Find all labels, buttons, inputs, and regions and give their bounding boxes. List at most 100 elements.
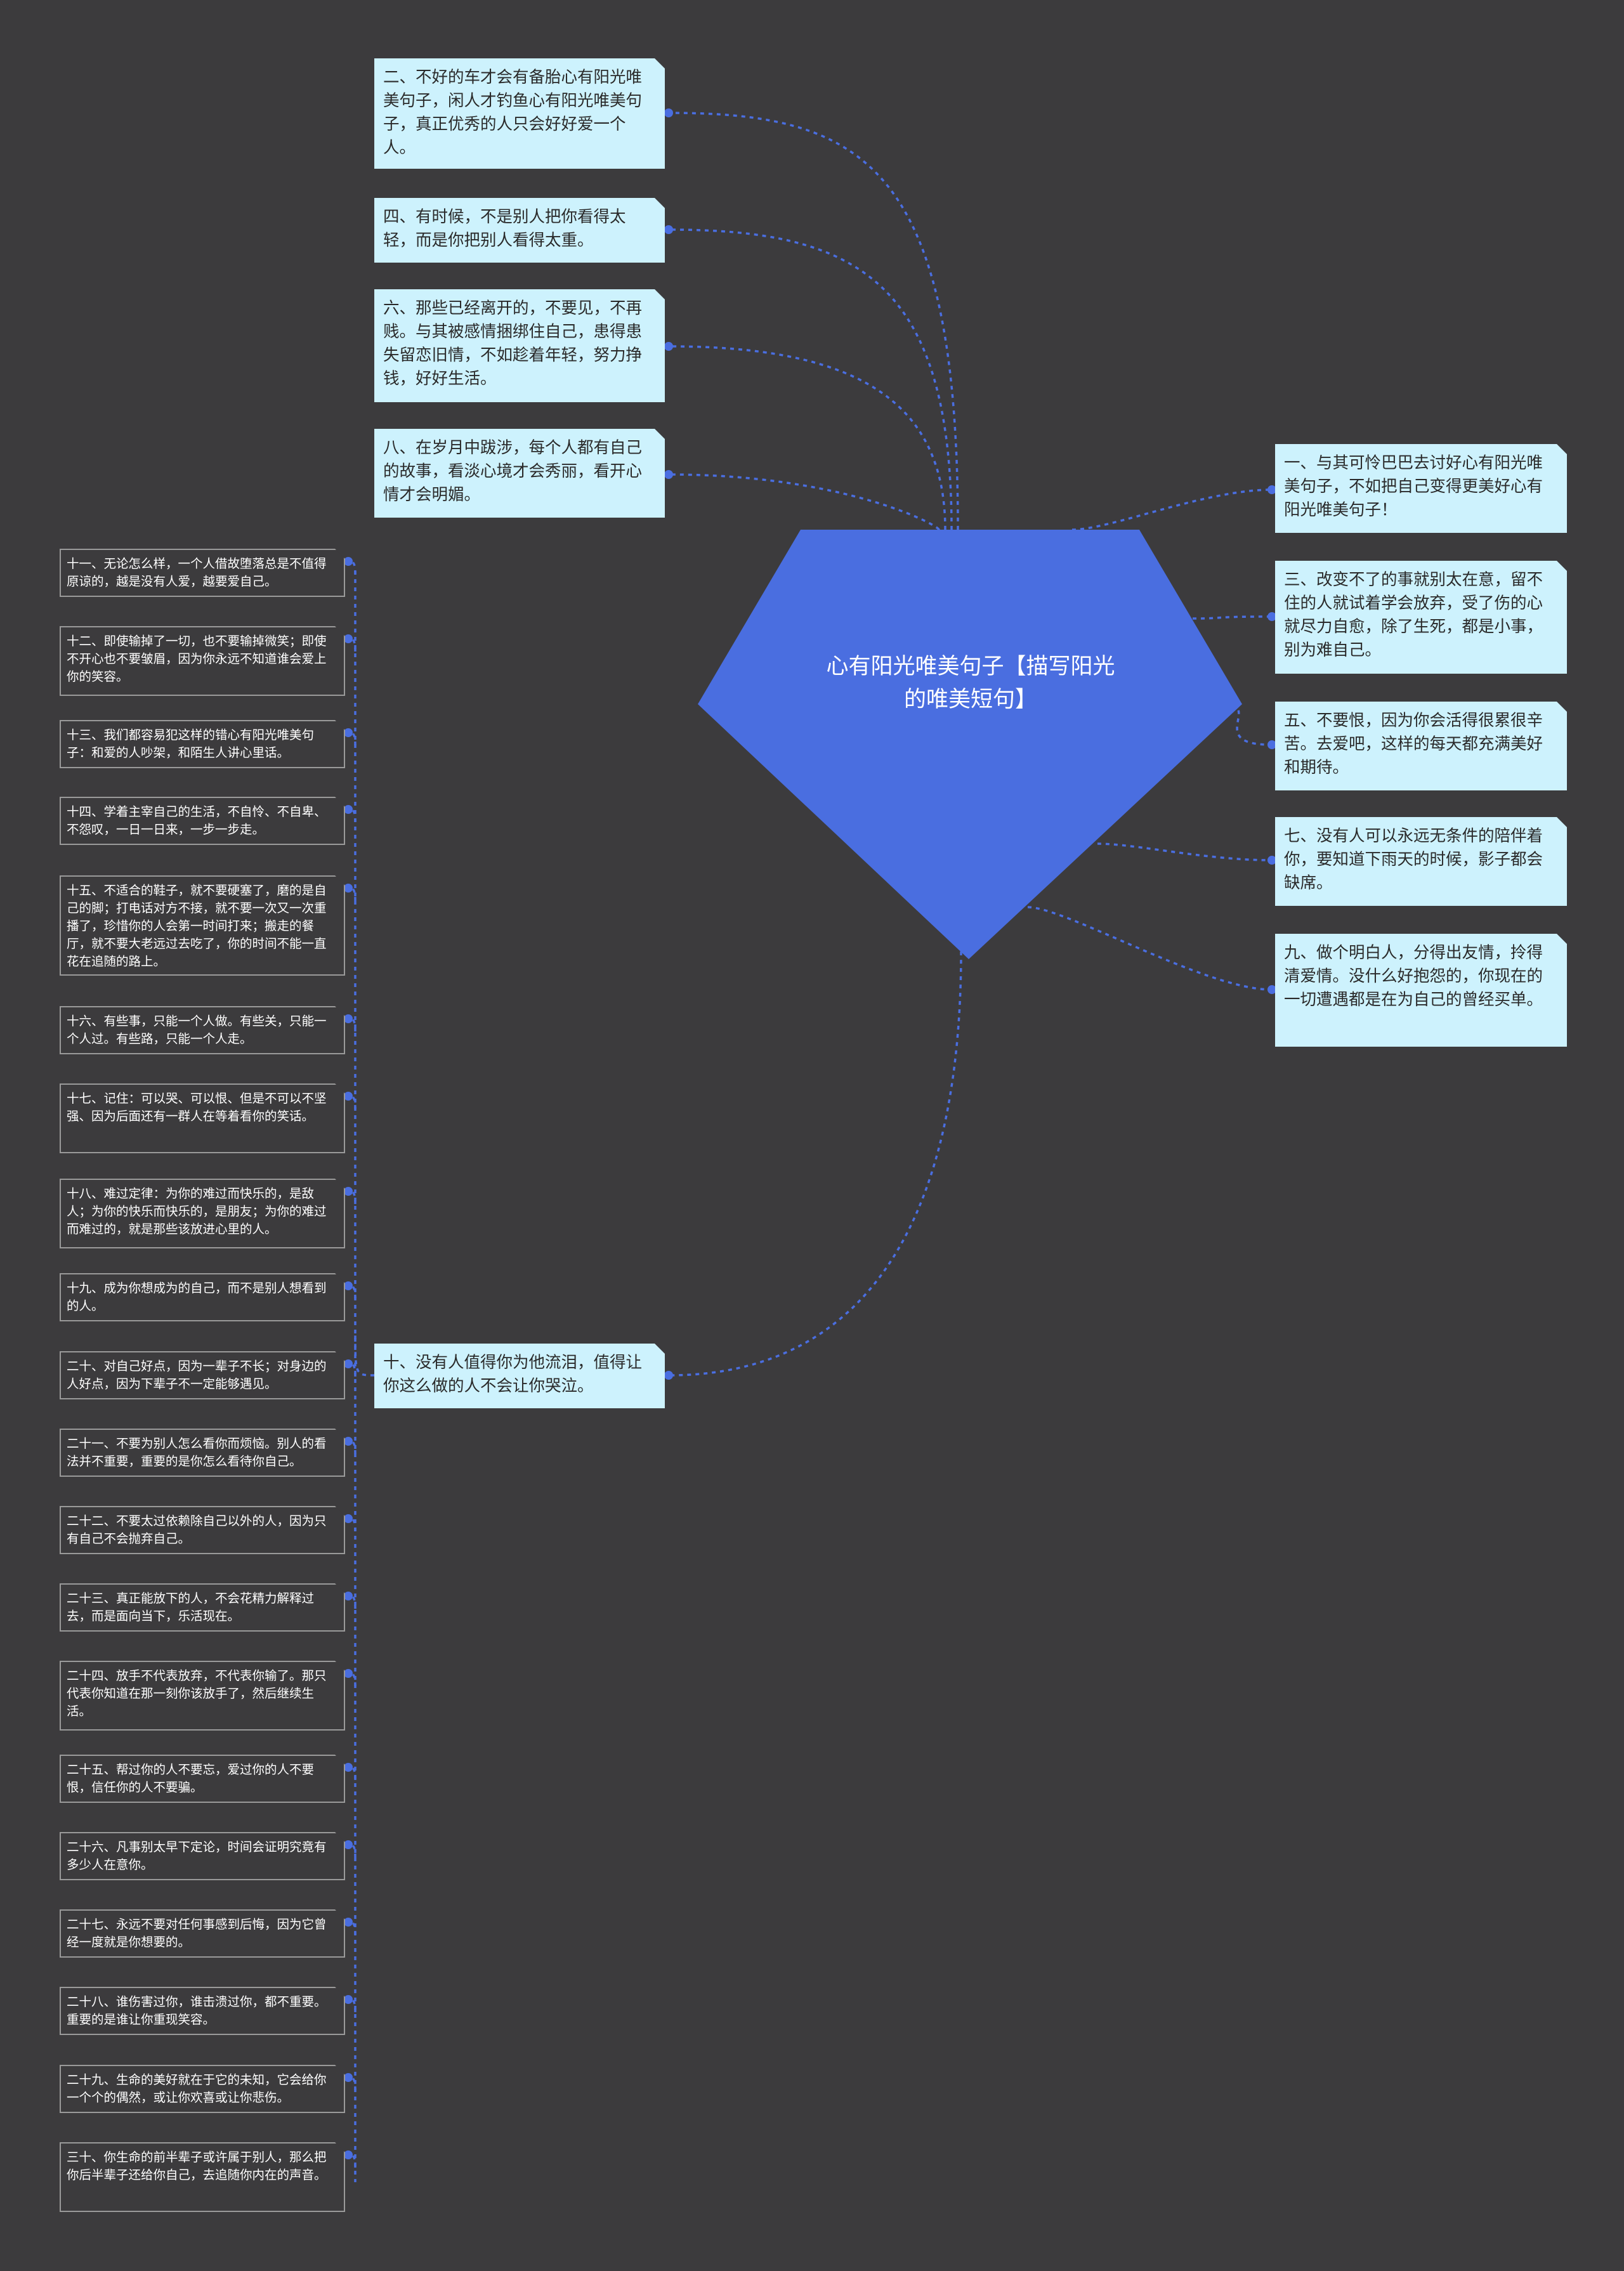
connector-end-dot	[1267, 740, 1276, 749]
sub-node-24[interactable]: 二十四、放手不代表放弃，不代表你输了。那只代表你知道在那一刻你该放手了，然后继续…	[60, 1661, 345, 1731]
sub-node-18[interactable]: 十八、难过定律：为你的难过而快乐的，是敌人；为你的快乐而快乐的，是朋友；为你的难…	[60, 1179, 345, 1248]
connector-right-4	[1027, 906, 1272, 991]
connector-sub-30	[347, 2154, 357, 2168]
connector-end-dot	[344, 1763, 353, 1772]
connector-sub-17	[347, 1095, 357, 1109]
connector-branch-ten	[669, 951, 962, 1377]
connector-end-dot	[344, 1092, 353, 1101]
connector-end-dot	[344, 1592, 353, 1600]
branch-text: 一、与其可怜巴巴去讨好心有阳光唯美句子，不如把自己变得更美好心有阳光唯美句子！	[1284, 454, 1543, 520]
branch-node-6[interactable]: 六、那些已经离开的，不要见，不再贱。与其被感情捆绑住自己，患得患失留恋旧情，不如…	[374, 289, 665, 402]
connector-spine-join	[354, 1332, 375, 1377]
connector-sub-12	[347, 638, 357, 652]
connector-left-2	[669, 345, 946, 530]
connector-end-dot	[344, 557, 353, 566]
branch-node-3[interactable]: 三、改变不了的事就别太在意，留不住的人就试着学会放弃，受了伤的心就尽力自愈，除了…	[1275, 561, 1567, 674]
sub-node-text: 十九、成为你想成为的自己，而不是别人想看到的人。	[67, 1281, 327, 1313]
branch-text: 七、没有人可以永远无条件的陪伴着你，要知道下雨天的时候，影子都会缺席。	[1284, 827, 1543, 893]
connector-sub-15	[347, 887, 357, 901]
sub-node-22[interactable]: 二十二、不要太过依赖除自己以外的人，因为只有自己不会抛弃自己。	[60, 1506, 345, 1554]
connector-sub-28	[347, 1998, 357, 2013]
connector-sub-23	[347, 1595, 357, 1609]
connector-left-3	[669, 473, 940, 530]
branch-text: 六、那些已经离开的，不要见，不再贱。与其被感情捆绑住自己，患得患失留恋旧情，不如…	[383, 299, 643, 388]
connector-end-dot	[1267, 856, 1276, 865]
connector-end-dot	[344, 2073, 353, 2082]
sub-node-20[interactable]: 二十、对自己好点，因为一辈子不长；对身边的人好点，因为下辈子不一定能够遇见。	[60, 1351, 345, 1399]
connector-sub-19	[347, 1285, 357, 1299]
branch-text: 八、在岁月中跋涉，每个人都有自己的故事，看淡心境才会秀丽，看开心情才会明媚。	[383, 438, 643, 504]
branch-node-5[interactable]: 五、不要恨，因为你会活得很累很辛苦。去爱吧，这样的每天都充满美好和期待。	[1275, 702, 1567, 790]
branch-node-8[interactable]: 八、在岁月中跋涉，每个人都有自己的故事，看淡心境才会秀丽，看开心情才会明媚。	[374, 429, 665, 518]
branch-node-2[interactable]: 二、不好的车才会有备胎心有阳光唯美句子，闲人才钓鱼心有阳光唯美句子，真正优秀的人…	[374, 58, 665, 169]
sub-node-text: 二十二、不要太过依赖除自己以外的人，因为只有自己不会抛弃自己。	[67, 1514, 327, 1546]
branch-node-4[interactable]: 四、有时候，不是别人把你看得太轻，而是你把别人看得太重。	[374, 198, 665, 263]
connector-right-0	[1071, 488, 1272, 531]
sub-node-text: 十七、记住：可以哭、可以恨、但是不可以不坚强、因为后面还有一群人在等着看你的笑话…	[67, 1091, 327, 1123]
sub-node-11[interactable]: 十一、无论怎么样，一个人借故堕落总是不值得原谅的，越是没有人爱，越要爱自己。	[60, 549, 345, 597]
sub-node-27[interactable]: 二十七、永远不要对任何事感到后悔，因为它曾经一度就是你想要的。	[60, 1909, 345, 1958]
connector-sub-24	[347, 1672, 357, 1687]
branch-text: 四、有时候，不是别人把你看得太轻，而是你把别人看得太重。	[383, 207, 626, 250]
connector-end-dot	[344, 1014, 353, 1023]
connector-end-dot	[344, 805, 353, 814]
connector-end-dot	[344, 1995, 353, 2004]
sub-node-text: 二十九、生命的美好就在于它的未知，它会给你一个个的偶然，或让你欢喜或让你悲伤。	[67, 2072, 327, 2105]
sub-node-28[interactable]: 二十八、谁伤害过你，谁击溃过你，都不重要。重要的是谁让你重现笑容。	[60, 1987, 345, 2035]
connector-sub-21	[347, 1440, 357, 1455]
sub-node-19[interactable]: 十九、成为你想成为的自己，而不是别人想看到的人。	[60, 1273, 345, 1321]
connector-end-dot	[664, 108, 673, 117]
sub-node-text: 十八、难过定律：为你的难过而快乐的，是敌人；为你的快乐而快乐的，是朋友；为你的难…	[67, 1186, 327, 1236]
sub-node-17[interactable]: 十七、记住：可以哭、可以恨、但是不可以不坚强、因为后面还有一群人在等着看你的笑话…	[60, 1083, 345, 1153]
sub-node-text: 十一、无论怎么样，一个人借故堕落总是不值得原谅的，越是没有人爱，越要爱自己。	[67, 556, 327, 589]
sub-node-text: 十五、不适合的鞋子，就不要硬塞了，磨的是自己的脚；打电话对方不接，就不要一次又一…	[67, 883, 327, 969]
connector-left-0	[669, 112, 959, 530]
connector-sub-29	[347, 2076, 357, 2091]
branch-text: 九、做个明白人，分得出友情，拎得清爱情。没什么好抱怨的，你现在的一切遭遇都是在为…	[1284, 943, 1543, 1009]
branch-text: 十、没有人值得你为他流泪，值得让你这么做的人不会让你哭泣。	[383, 1353, 643, 1396]
sub-node-text: 二十七、永远不要对任何事感到后悔，因为它曾经一度就是你想要的。	[67, 1917, 327, 1949]
connector-end-dot	[344, 1437, 353, 1446]
sub-node-14[interactable]: 十四、学着主宰自己的生活，不自怜、不自卑、不怨叹，一日一日来，一步一步走。	[60, 797, 345, 845]
connector-sub-14	[347, 808, 357, 823]
sub-node-16[interactable]: 十六、有些事，只能一个人做。有些关，只能一个人过。有些路，只能一个人走。	[60, 1006, 345, 1054]
sub-node-text: 十二、即使输掉了一切，也不要输掉微笑；即使不开心也不要皱眉，因为你永远不知道谁会…	[67, 634, 327, 684]
center-title[interactable]: 心有阳光唯美句子【描写阳光的唯美短句】	[826, 654, 1115, 712]
connector-end-dot	[344, 1840, 353, 1849]
connector-end-dot	[344, 884, 353, 893]
sub-node-30[interactable]: 三十、你生命的前半辈子或许属于别人，那么把你后半辈子还给你自己，去追随你内在的声…	[60, 2142, 345, 2212]
sub-node-25[interactable]: 二十五、帮过你的人不要忘，爱过你的人不要恨，信任你的人不要骗。	[60, 1755, 345, 1803]
branch-node-1[interactable]: 一、与其可怜巴巴去讨好心有阳光唯美句子，不如把自己变得更美好心有阳光唯美句子！	[1275, 444, 1567, 533]
connector-end-dot	[1267, 985, 1276, 994]
connector-end-dot	[344, 1514, 353, 1523]
branch-node-9[interactable]: 九、做个明白人，分得出友情，拎得清爱情。没什么好抱怨的，你现在的一切遭遇都是在为…	[1275, 934, 1567, 1047]
sub-node-text: 二十三、真正能放下的人，不会花精力解释过去，而是面向当下，乐活现在。	[67, 1591, 315, 1623]
sub-node-15[interactable]: 十五、不适合的鞋子，就不要硬塞了，磨的是自己的脚；打电话对方不接，就不要一次又一…	[60, 875, 345, 976]
connector-end-dot	[344, 1918, 353, 1927]
sub-node-text: 十六、有些事，只能一个人做。有些关，只能一个人过。有些路，只能一个人走。	[67, 1014, 327, 1046]
branch-node-10[interactable]: 十、没有人值得你为他流泪，值得让你这么做的人不会让你哭泣。	[374, 1344, 665, 1408]
connector-end-dot	[344, 634, 353, 643]
connector-end-dot	[664, 1371, 673, 1380]
sub-node-13[interactable]: 十三、我们都容易犯这样的错心有阳光唯美句子：和爱的人吵架，和陌生人讲心里话。	[60, 720, 345, 768]
connector-sub-27	[347, 1921, 357, 1935]
sub-node-text: 三十、你生命的前半辈子或许属于别人，那么把你后半辈子还给你自己，去追随你内在的声…	[67, 2150, 327, 2182]
connector-end-dot	[344, 2150, 353, 2159]
sub-node-29[interactable]: 二十九、生命的美好就在于它的未知，它会给你一个个的偶然，或让你欢喜或让你悲伤。	[60, 2065, 345, 2113]
connector-end-dot	[664, 342, 673, 351]
connector-end-dot	[344, 1669, 353, 1678]
connector-right-2	[1224, 703, 1272, 746]
connector-right-1	[1192, 615, 1272, 620]
branch-text: 五、不要恨，因为你会活得很累很辛苦。去爱吧，这样的每天都充满美好和期待。	[1284, 711, 1543, 777]
connector-end-dot	[1267, 485, 1276, 494]
branch-text: 三、改变不了的事就别太在意，留不住的人就试着学会放弃，受了伤的心就尽力自愈，除了…	[1284, 570, 1543, 660]
sub-node-21[interactable]: 二十一、不要为别人怎么看你而烦恼。别人的看法并不重要，重要的是你怎么看待你自己。	[60, 1429, 345, 1477]
branch-node-7[interactable]: 七、没有人可以永远无条件的陪伴着你，要知道下雨天的时候，影子都会缺席。	[1275, 817, 1567, 906]
sub-node-23[interactable]: 二十三、真正能放下的人，不会花精力解释过去，而是面向当下，乐活现在。	[60, 1583, 345, 1632]
connector-left-1	[669, 228, 953, 530]
sub-node-26[interactable]: 二十六、凡事别太早下定论，时间会证明究竟有多少人在意你。	[60, 1832, 345, 1880]
sub-node-12[interactable]: 十二、即使输掉了一切，也不要输掉微笑；即使不开心也不要皱眉，因为你永远不知道谁会…	[60, 626, 345, 696]
connector-end-dot	[1267, 612, 1276, 621]
sub-node-text: 二十八、谁伤害过你，谁击溃过你，都不重要。重要的是谁让你重现笑容。	[67, 1994, 327, 2027]
connector-sub-25	[347, 1766, 357, 1781]
